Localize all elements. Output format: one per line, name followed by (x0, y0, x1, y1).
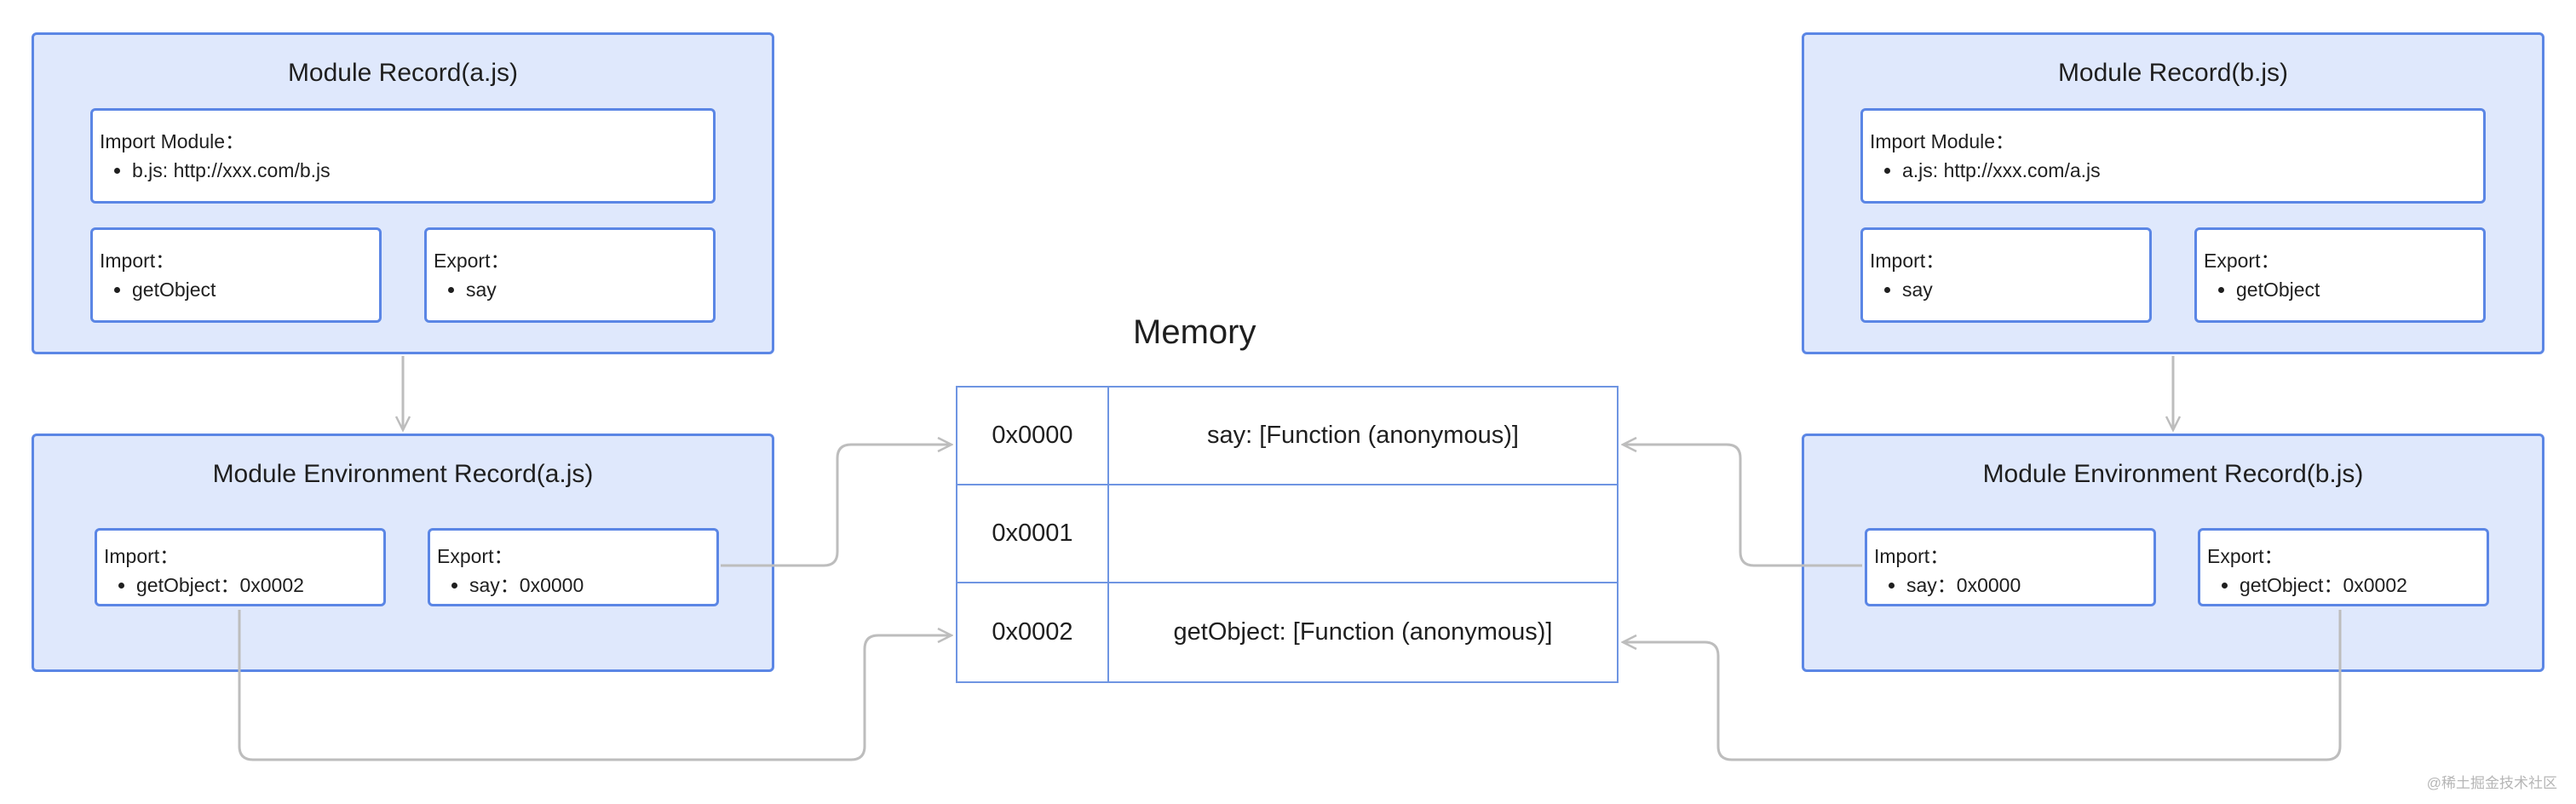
memory-address: 0x0001 (957, 485, 1109, 582)
arrow-export-getobject-b-to-0x0002 (1623, 610, 2342, 761)
module-env-record-a-title: Module Environment Record(a.js) (212, 460, 594, 488)
memory-address: 0x0002 (957, 583, 1109, 681)
import-module-panel-b: Import Module： a.js: http://xxx.com/a.js (1860, 108, 2486, 204)
arrow-export-say-a-to-0x0000 (721, 445, 952, 567)
import-item: getObject (132, 276, 379, 303)
import-item: say (1902, 276, 2149, 303)
module-record-a-title: Module Record(a.js) (287, 59, 519, 87)
module-env-record-a: Module Environment Record(a.js) Import： … (32, 434, 774, 672)
module-env-record-b: Module Environment Record(b.js) Import： … (1802, 434, 2544, 672)
env-import-item: getObject：0x0002 (136, 571, 383, 599)
import-panel-a: Import： getObject (90, 227, 382, 323)
import-module-heading: Import Module： (100, 130, 245, 152)
env-import-item: say：0x0000 (1906, 571, 2153, 599)
env-export-heading: Export： (437, 545, 514, 567)
module-record-b-title: Module Record(b.js) (2057, 59, 2289, 87)
export-item: getObject (2236, 276, 2483, 303)
export-heading: Export： (2204, 250, 2280, 272)
import-module-panel-a: Import Module： b.js: http://xxx.com/b.js (90, 108, 716, 204)
module-env-record-b-title: Module Environment Record(b.js) (1982, 460, 2364, 488)
export-item: say (466, 276, 713, 303)
import-panel-b: Import： say (1860, 227, 2152, 323)
memory-title: Memory (1133, 313, 1256, 351)
memory-value: getObject: [Function (anonymous)] (1173, 618, 1553, 646)
import-heading: Import： (1870, 250, 1946, 272)
env-import-panel-a: Import： getObject：0x0002 (95, 528, 386, 606)
export-panel-a: Export： say (424, 227, 716, 323)
import-heading: Import： (100, 250, 175, 272)
memory-table: 0x0000 say: [Function (anonymous)] 0x000… (956, 386, 1619, 683)
export-panel-b: Export： getObject (2194, 227, 2486, 323)
env-export-panel-b: Export： getObject：0x0002 (2198, 528, 2489, 606)
watermark: @稀土掘金技术社区 (2426, 775, 2557, 791)
env-import-heading: Import： (104, 545, 180, 567)
env-import-panel-b: Import： say：0x0000 (1865, 528, 2156, 606)
env-import-heading: Import： (1874, 545, 1950, 567)
import-module-item: a.js: http://xxx.com/a.js (1902, 157, 2483, 184)
env-export-heading: Export： (2207, 545, 2284, 567)
export-heading: Export： (434, 250, 510, 272)
arrow-import-say-b-to-0x0000 (1623, 445, 1862, 567)
import-module-heading: Import Module： (1870, 130, 2015, 152)
arrow-import-getobject-a-to-0x0002 (238, 610, 952, 761)
memory-row: 0x0001 (957, 485, 1617, 583)
memory-row: 0x0002 getObject: [Function (anonymous)] (957, 583, 1617, 681)
import-module-item: b.js: http://xxx.com/b.js (132, 157, 713, 184)
module-record-a: Module Record(a.js) Import Module： b.js:… (32, 32, 774, 354)
env-export-item: say：0x0000 (469, 571, 716, 599)
module-record-b: Module Record(b.js) Import Module： a.js:… (1802, 32, 2544, 354)
env-export-item: getObject：0x0002 (2240, 571, 2487, 599)
memory-row: 0x0000 say: [Function (anonymous)] (957, 388, 1617, 485)
memory-value: say: [Function (anonymous)] (1207, 422, 1519, 449)
env-export-panel-a: Export： say：0x0000 (428, 528, 719, 606)
memory-address: 0x0000 (957, 388, 1109, 484)
